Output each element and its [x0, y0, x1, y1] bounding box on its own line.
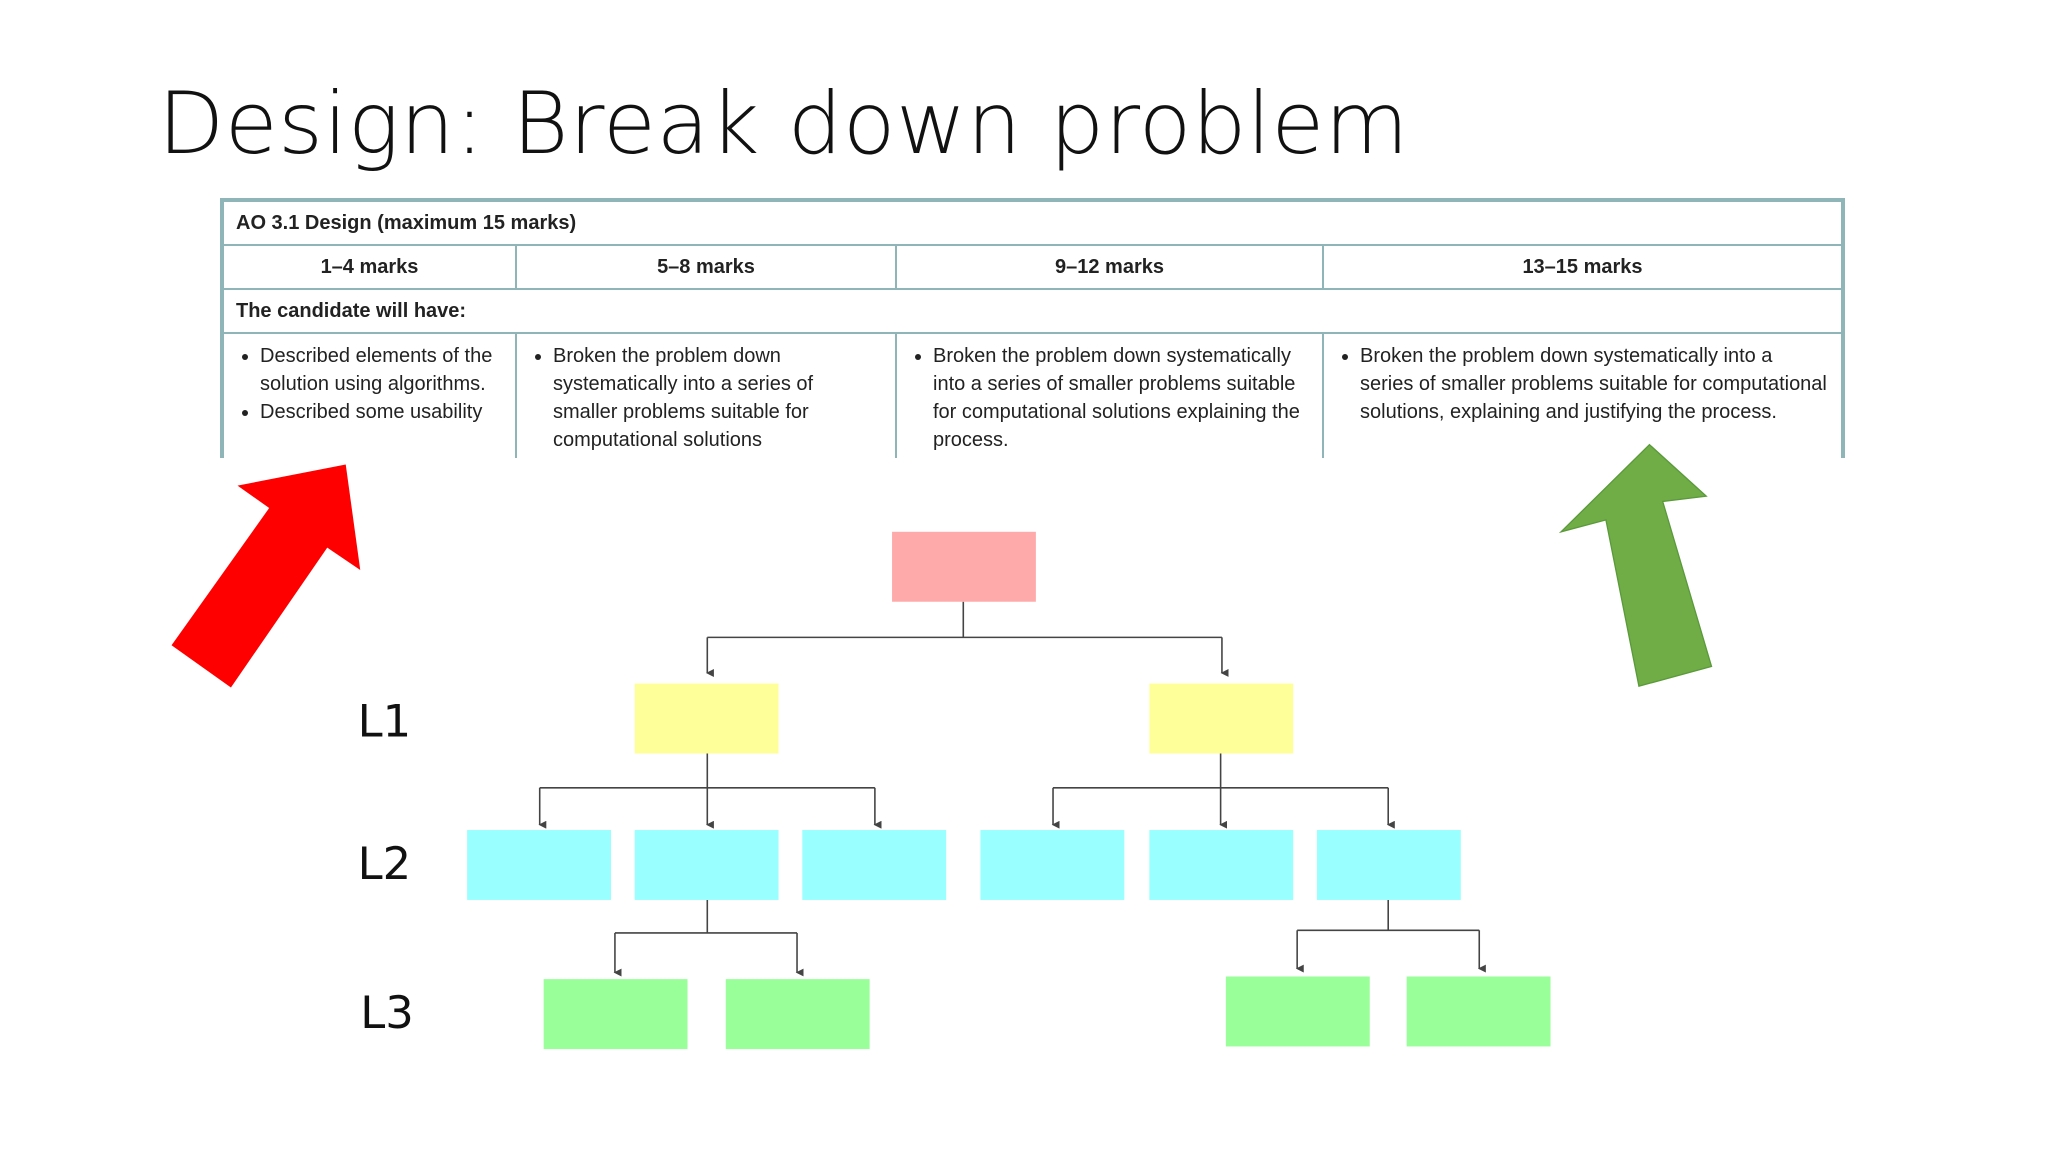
l3-box: [543, 979, 688, 1050]
criteria-cell: Broken the problem down systematically i…: [895, 332, 1324, 458]
green-arrow-icon: [1558, 443, 1713, 688]
connector-lines: [538, 601, 1486, 977]
table-lead: The candidate will have:: [222, 288, 1843, 334]
l1-box: [634, 683, 779, 754]
l2-box: [980, 830, 1125, 900]
criterion: Broken the problem down systematically i…: [553, 342, 883, 454]
band-header: 9–12 marks: [895, 244, 1324, 290]
level-label: L2: [358, 837, 412, 890]
slide-title: Design: Break down problem: [158, 74, 1410, 174]
l2-box: [1316, 830, 1461, 900]
band-header: 1–4 marks: [222, 244, 517, 290]
level-label: L1: [358, 694, 412, 747]
l2-box: [467, 830, 611, 900]
l2-box: [1149, 830, 1294, 900]
l3-box: [1225, 976, 1370, 1047]
l1-box: [1149, 683, 1294, 754]
l2-box: [634, 830, 779, 900]
root-box: [892, 531, 1036, 602]
criteria-cell: Described elements of the solution using…: [222, 332, 517, 458]
criterion: Broken the problem down systematically i…: [933, 342, 1310, 454]
level-label: L3: [360, 986, 414, 1039]
criteria-cell: Broken the problem down systematically i…: [515, 332, 897, 458]
l2-box: [802, 830, 947, 900]
criterion: Described some usability: [260, 398, 503, 426]
criterion: Described elements of the solution using…: [260, 342, 503, 398]
mark-scheme-table: AO 3.1 Design (maximum 15 marks) 1–4 mar…: [220, 198, 1845, 458]
table-heading: AO 3.1 Design (maximum 15 marks): [222, 200, 1843, 246]
criterion: Broken the problem down systematically i…: [1360, 342, 1829, 426]
red-arrow-icon: [171, 464, 361, 688]
criteria-cell: Broken the problem down systematically i…: [1322, 332, 1843, 458]
l3-box: [1406, 976, 1551, 1047]
l3-box: [725, 979, 870, 1050]
band-header: 13–15 marks: [1322, 244, 1843, 290]
band-header: 5–8 marks: [515, 244, 897, 290]
